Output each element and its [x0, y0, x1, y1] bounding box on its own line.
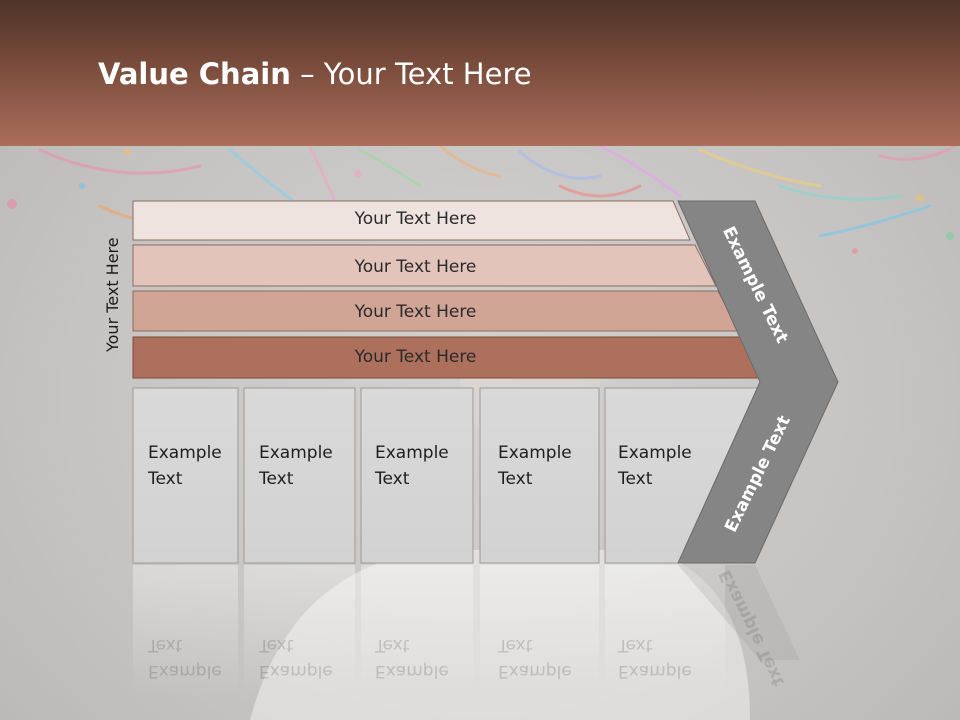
column-text-5-line1: Example — [618, 443, 692, 463]
column-box-4 — [479, 387, 600, 564]
band-1 — [132, 200, 691, 241]
column-text-4-line2: Text — [498, 469, 533, 489]
column-text-5-line2: Text — [618, 469, 653, 489]
column-text-3-line2: Text — [375, 469, 410, 489]
column-reflection-text-5: Example Text — [618, 632, 692, 684]
column-reflection-text-1-line1: Example — [148, 661, 222, 681]
column-reflection-text-4: Example Text — [498, 632, 572, 684]
band-label-1: Your Text Here — [354, 209, 477, 229]
column-text-3-line1: Example — [375, 443, 449, 463]
column-reflection-text-2-line1: Example — [259, 661, 333, 681]
column-reflection-text-2-line2: Text — [259, 635, 294, 655]
title-band — [0, 0, 960, 146]
column-reflection-3 — [361, 565, 473, 695]
column-reflection-text-2: Example Text — [259, 632, 333, 684]
column-reflection-text-4-line2: Text — [498, 635, 533, 655]
column-box-2 — [243, 387, 356, 564]
column-reflection-text-5-line1: Example — [618, 661, 692, 681]
title-rest: – Your Text Here — [290, 57, 532, 91]
band-label-3: Your Text Here — [354, 302, 477, 322]
column-reflection-text-3: Example Text — [375, 632, 449, 684]
column-text-2-line2: Text — [259, 469, 294, 489]
column-reflection-4 — [480, 565, 599, 695]
column-text-1-line2: Text — [148, 469, 183, 489]
band-label-2: Your Text Here — [354, 257, 477, 277]
column-reflection-text-5-line2: Text — [618, 635, 653, 655]
column-reflection-2 — [244, 565, 355, 695]
column-reflection-text-1: Example Text — [148, 632, 222, 684]
column-reflection-text-3-line1: Example — [375, 661, 449, 681]
column-reflection-text-3-line2: Text — [375, 635, 410, 655]
column-reflection-text-4-line1: Example — [498, 661, 572, 681]
chevron-reflection — [678, 565, 800, 660]
column-reflection-1 — [133, 565, 238, 695]
title-bold: Value Chain — [98, 57, 291, 91]
column-text-2-line1: Example — [259, 443, 333, 463]
column-reflection-text-1-line2: Text — [148, 635, 183, 655]
chevron-arrow — [677, 200, 839, 564]
column-reflection-5 — [605, 565, 725, 695]
band-label-4: Your Text Here — [354, 347, 477, 367]
slide-title: Value Chain – Your Text Here — [98, 56, 532, 92]
column-box-3 — [360, 387, 474, 564]
column-text-4-line1: Example — [498, 443, 572, 463]
column-text-1-line1: Example — [148, 443, 222, 463]
column-box-1 — [132, 387, 239, 564]
